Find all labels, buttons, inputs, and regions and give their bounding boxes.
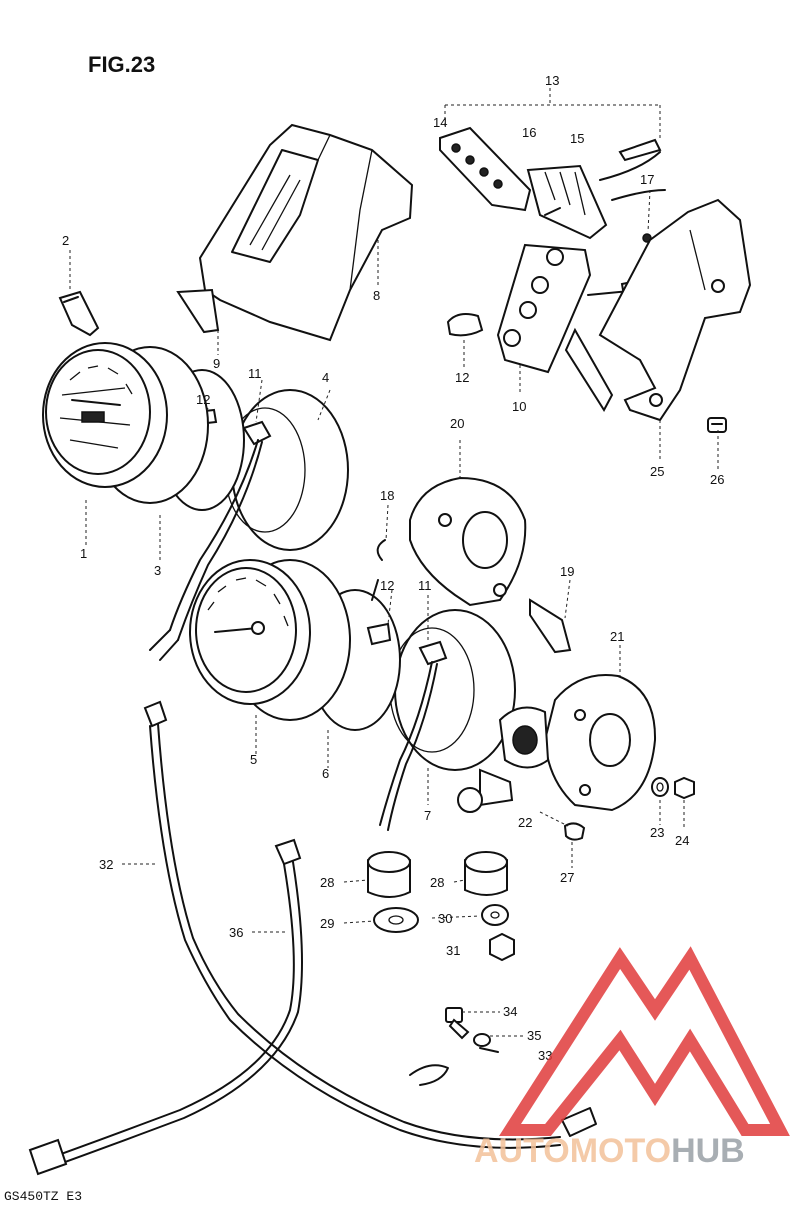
watermark-logo-icon bbox=[499, 946, 790, 1136]
label-28-left: 28 bbox=[320, 875, 334, 890]
label-28-right: 28 bbox=[430, 875, 444, 890]
label-12-mid: 12 bbox=[380, 578, 394, 593]
label-19: 19 bbox=[560, 564, 574, 579]
label-22: 22 bbox=[518, 815, 532, 830]
label-2: 2 bbox=[62, 233, 69, 248]
label-31: 31 bbox=[446, 943, 460, 958]
part-23-washer bbox=[651, 777, 669, 797]
label-24: 24 bbox=[675, 833, 689, 848]
part-28-cushion-left bbox=[367, 851, 411, 898]
label-16: 16 bbox=[522, 125, 536, 140]
part-4-meter-case bbox=[224, 389, 349, 551]
label-20: 20 bbox=[450, 416, 464, 431]
label-29: 29 bbox=[320, 916, 334, 931]
part-11-bulb-socket bbox=[149, 420, 272, 661]
label-23: 23 bbox=[650, 825, 664, 840]
part-36-tachometer-cable bbox=[28, 838, 597, 1176]
label-4: 4 bbox=[322, 370, 329, 385]
part-35-washer bbox=[473, 1033, 491, 1047]
part-21-meter-base bbox=[543, 674, 657, 812]
label-14: 14 bbox=[433, 115, 447, 130]
label-3: 3 bbox=[154, 563, 161, 578]
label-12-left: 12 bbox=[196, 392, 210, 407]
label-10: 10 bbox=[512, 399, 526, 414]
label-15: 15 bbox=[570, 131, 584, 146]
label-35: 35 bbox=[527, 1028, 541, 1043]
label-21: 21 bbox=[610, 629, 624, 644]
part-28-cushion-right bbox=[464, 851, 508, 896]
part-12-bulb-top bbox=[446, 313, 484, 337]
label-26: 26 bbox=[710, 472, 724, 487]
watermark-text: AUTOMOTOHUB bbox=[474, 1132, 745, 1170]
part-labels: 13 14 16 15 17 2 8 9 12 11 4 12 10 20 25… bbox=[62, 73, 724, 1063]
part-31-nut bbox=[489, 932, 515, 962]
part-19-clip bbox=[529, 598, 572, 654]
label-6: 6 bbox=[322, 766, 329, 781]
label-11-top: 11 bbox=[248, 366, 262, 381]
label-18: 18 bbox=[380, 488, 394, 503]
label-8: 8 bbox=[373, 288, 380, 303]
label-25: 25 bbox=[650, 464, 664, 479]
automotohub-watermark: AUTOMOTOHUB bbox=[474, 946, 790, 1170]
label-32: 32 bbox=[99, 857, 113, 872]
part-5-tachometer bbox=[189, 559, 351, 721]
part-20-meter-base bbox=[409, 476, 527, 607]
part-32-speedometer-cable bbox=[143, 700, 561, 1149]
model-code: GS450TZ E3 bbox=[4, 1189, 82, 1204]
part-24-nut bbox=[674, 776, 695, 800]
label-12-top: 12 bbox=[455, 370, 469, 385]
part-13-indicator-assembly bbox=[439, 126, 666, 243]
label-11-mid: 11 bbox=[418, 578, 432, 593]
part-1-speedometer bbox=[42, 342, 209, 504]
label-9: 9 bbox=[213, 356, 220, 371]
label-7: 7 bbox=[424, 808, 431, 823]
part-29-washer bbox=[373, 907, 419, 933]
figure-title: FIG.23 bbox=[88, 52, 155, 77]
label-17: 17 bbox=[640, 172, 654, 187]
part-8-meter-cover bbox=[176, 123, 414, 342]
part-22-grommet bbox=[457, 706, 550, 813]
part-26-screw bbox=[707, 417, 727, 433]
part-25-meter-bracket bbox=[598, 198, 752, 422]
label-34: 34 bbox=[503, 1004, 517, 1019]
part-18-clip bbox=[371, 539, 386, 601]
part-33-clamp bbox=[409, 1047, 499, 1086]
leader-lines bbox=[69, 88, 719, 1037]
part-30-washer bbox=[481, 904, 509, 926]
part-2-bulb bbox=[58, 290, 100, 337]
label-30: 30 bbox=[438, 911, 452, 926]
label-36: 36 bbox=[229, 925, 243, 940]
label-27: 27 bbox=[560, 870, 574, 885]
part-7-meter-case bbox=[389, 609, 516, 771]
part-11-bulb-socket-b bbox=[379, 640, 448, 831]
label-5: 5 bbox=[250, 752, 257, 767]
part-34-bolt bbox=[445, 1007, 470, 1040]
label-13: 13 bbox=[545, 73, 559, 88]
part-27-bulb bbox=[563, 822, 586, 841]
label-1: 1 bbox=[80, 546, 87, 561]
